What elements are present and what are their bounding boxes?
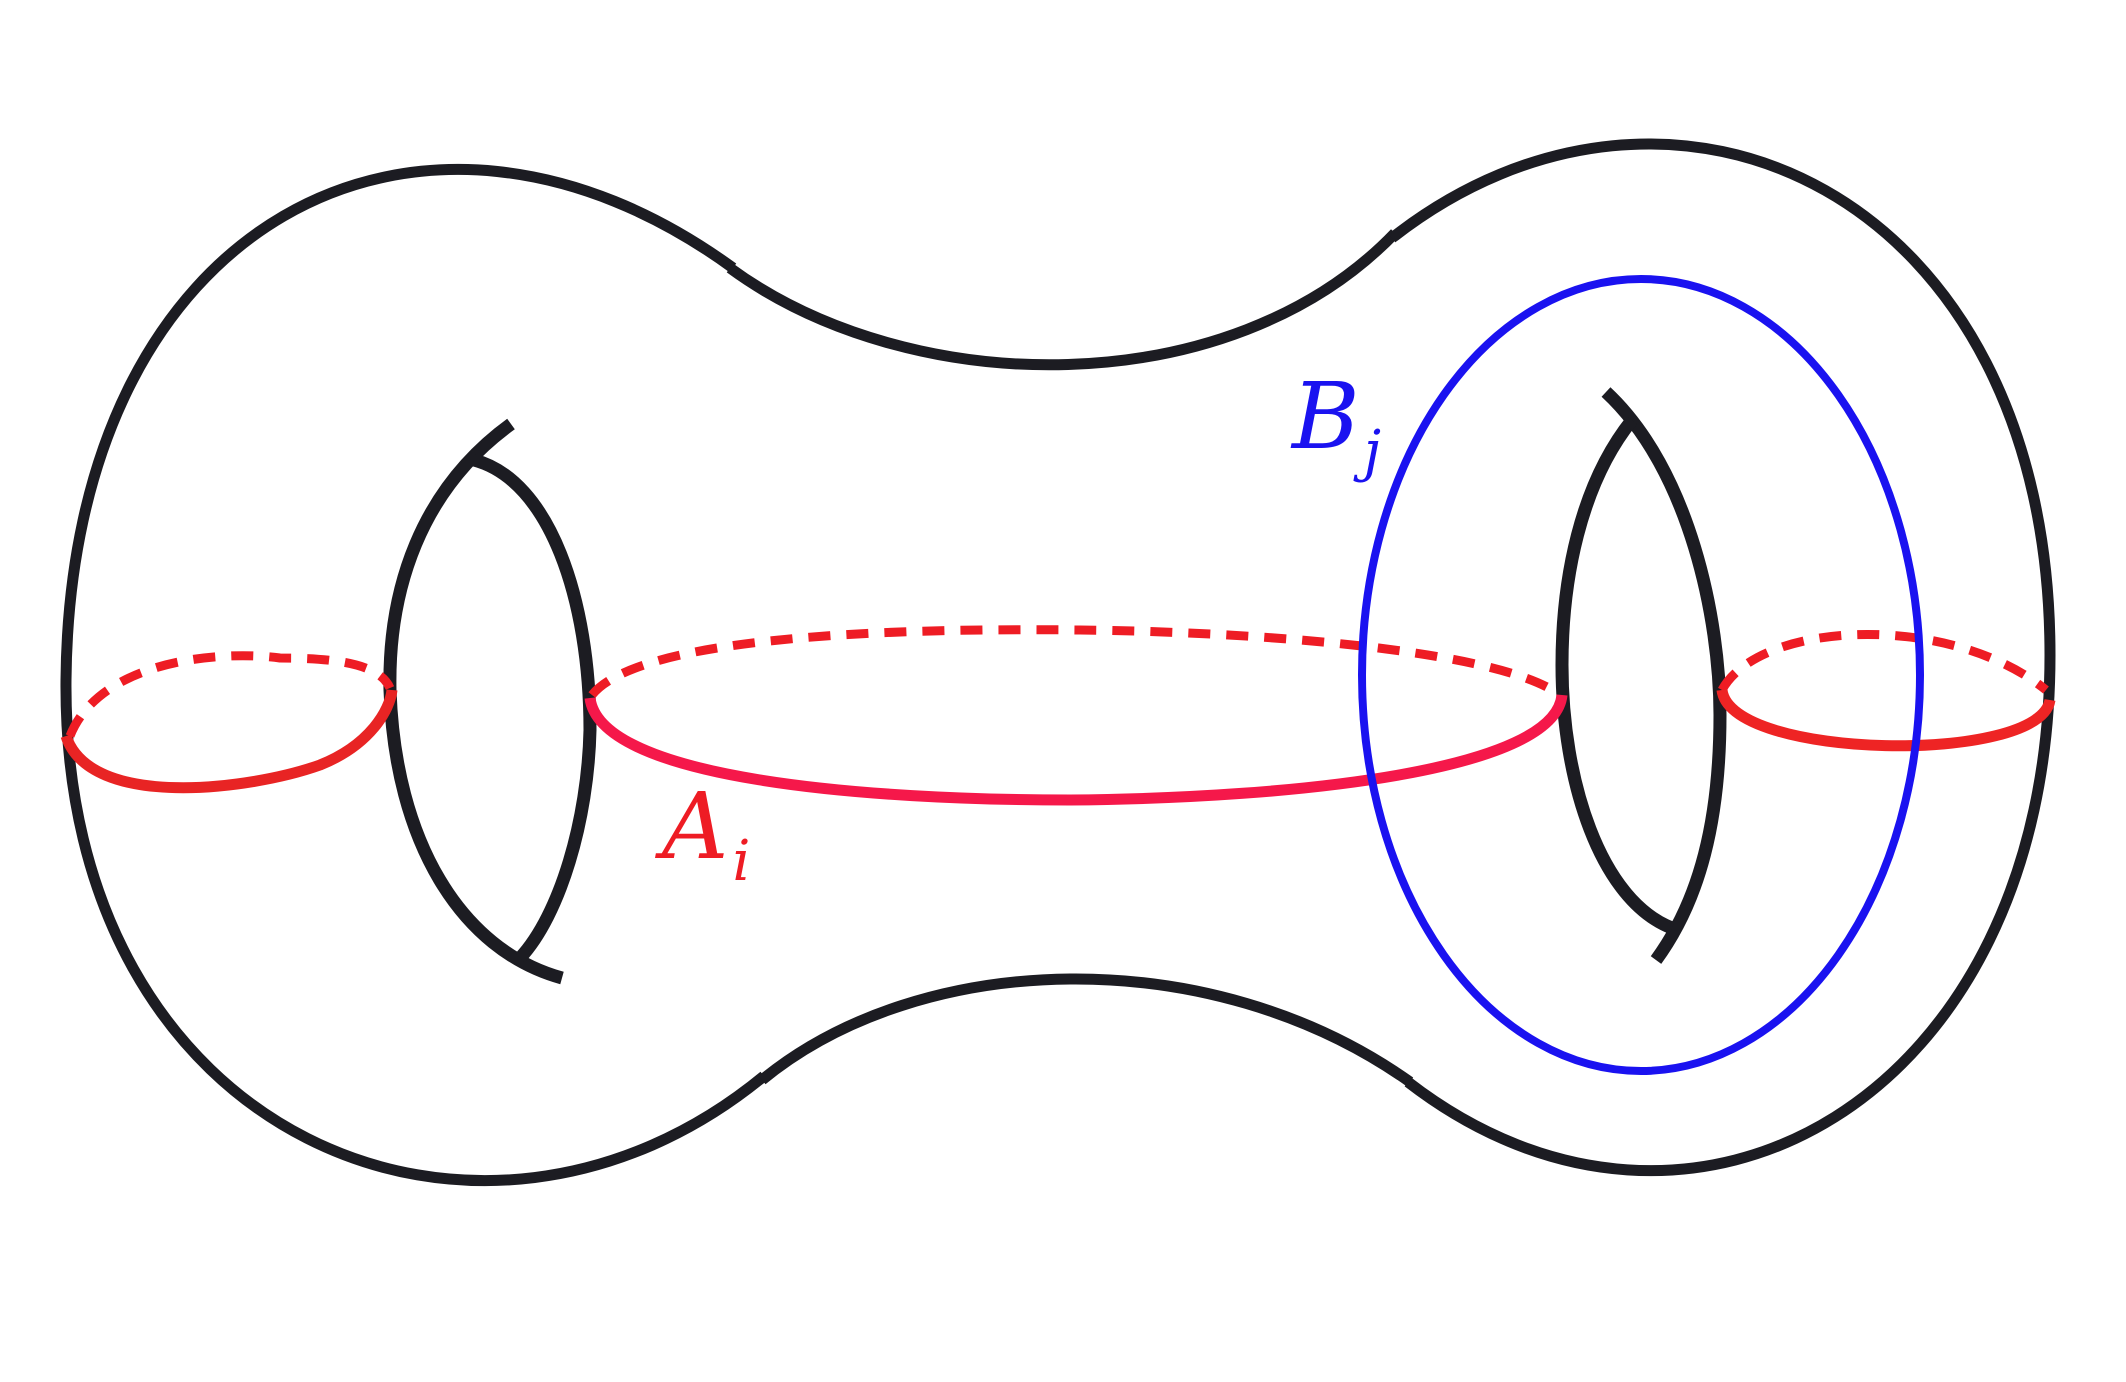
- right-hole: [1555, 387, 1727, 964]
- a-cycle-middle-hidden-arc: [588, 625, 1563, 699]
- a-cycle-right-front-arc: [1716, 688, 2056, 752]
- a-cycle-left-hidden-arc: [65, 651, 395, 738]
- a-cycle-left-front-arc: [60, 689, 398, 794]
- a-cycle-label: Ai: [654, 773, 750, 894]
- surface-outline-right-lobe: [1388, 138, 2056, 1177]
- a-cycle-label-base: A: [654, 773, 728, 880]
- b-cycle-label-base: B: [1290, 363, 1360, 470]
- a-cycles: [60, 625, 2056, 806]
- a-cycle-middle-front-arc: [584, 693, 1568, 806]
- b-cycle-ellipse: [1358, 275, 1924, 1075]
- surface-outline-bottom-neck: [758, 973, 1414, 1087]
- surface-outline-left-lobe: [60, 164, 768, 1187]
- b-cycle-label: Bj: [1290, 363, 1381, 484]
- left-hole-inner-arc: [472, 453, 597, 963]
- left-hole: [383, 418, 597, 985]
- a-cycle-label-subscript: i: [732, 829, 750, 894]
- right-hole-outer-arc: [1601, 387, 1727, 964]
- surface-outline: [60, 138, 2056, 1187]
- right-hole-inner-arc: [1555, 415, 1675, 935]
- surface-outline-top-neck: [726, 229, 1399, 371]
- a-cycle-right-hidden-arc: [1718, 630, 2049, 694]
